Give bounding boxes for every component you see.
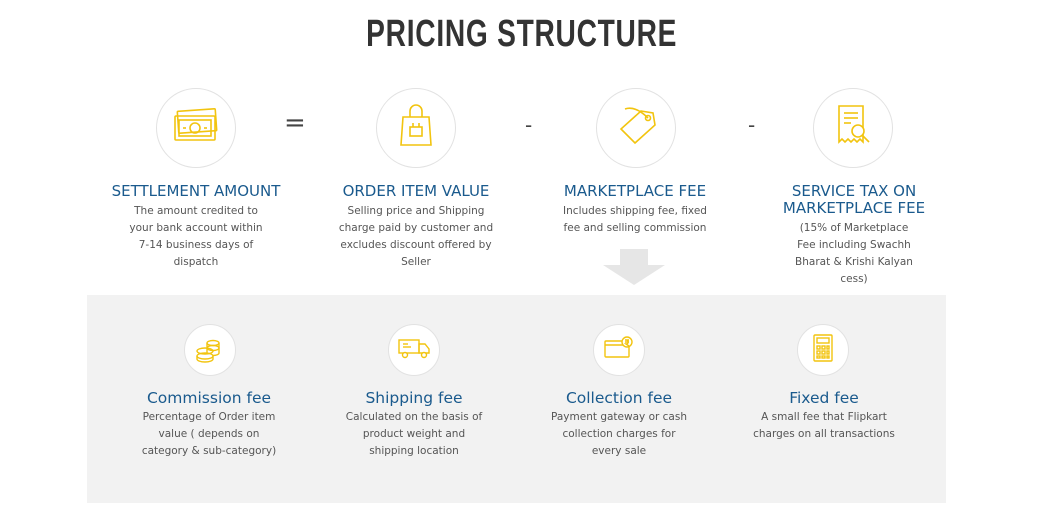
settlement-icon-circle	[156, 88, 236, 168]
marketplace-fee-desc: Includes shipping fee, fixed fee and sel…	[563, 205, 707, 234]
service-tax-icon-circle	[813, 88, 893, 168]
equals-operator: =	[284, 108, 306, 138]
collection-fee-desc: Payment gateway or cash collection charg…	[551, 411, 687, 457]
receipt-search-icon	[831, 102, 875, 154]
order-item-value-heading: ORDER ITEM VALUE	[342, 182, 490, 200]
marketplace-icon-circle	[596, 88, 676, 168]
settlement-amount-block: SETTLEMENT AMOUNT The amount credited to…	[91, 183, 301, 271]
shipping-fee-heading: Shipping fee	[365, 389, 463, 407]
calculator-icon	[810, 332, 836, 368]
cash-icon	[170, 106, 222, 150]
order-item-value-desc: Selling price and Shipping charge paid b…	[338, 205, 494, 268]
page-title: PRICING STRUCTURE	[366, 13, 678, 55]
settlement-amount-heading: SETTLEMENT AMOUNT	[111, 182, 281, 200]
service-tax-desc: (15% of Marketplace Fee including Swachh…	[795, 222, 913, 285]
fee-breakdown-panel	[87, 295, 946, 503]
commission-fee-desc: Percentage of Order item value ( depends…	[141, 411, 277, 457]
shipping-fee-desc: Calculated on the basis of product weigh…	[345, 411, 483, 457]
coins-icon	[193, 333, 227, 367]
service-tax-block: SERVICE TAX ON MARKETPLACE FEE (15% of M…	[749, 183, 959, 288]
minus-operator-2: -	[748, 113, 756, 137]
marketplace-fee-block: MARKETPLACE FEE Includes shipping fee, f…	[530, 183, 740, 237]
commission-icon-circle	[184, 324, 236, 376]
minus-operator-1: -	[525, 113, 533, 137]
price-tag-icon	[611, 103, 661, 153]
order-item-icon-circle	[376, 88, 456, 168]
shipping-fee-block: Shipping fee Calculated on the basis of …	[329, 389, 499, 460]
settlement-amount-desc: The amount credited to your bank account…	[129, 205, 263, 268]
service-tax-heading-line2: MARKETPLACE FEE	[782, 199, 926, 217]
shopping-bag-icon	[396, 103, 436, 153]
collection-fee-block: Collection fee Payment gateway or cash c…	[534, 389, 704, 460]
fixed-fee-desc: A small fee that Flipkart charges on all…	[753, 411, 895, 440]
collection-icon-circle	[593, 324, 645, 376]
wallet-rupee-icon	[602, 334, 636, 366]
commission-fee-heading: Commission fee	[146, 389, 272, 407]
truck-icon	[396, 335, 432, 365]
fixed-fee-block: Fixed fee A small fee that Flipkart char…	[739, 389, 909, 443]
order-item-value-block: ORDER ITEM VALUE Selling price and Shipp…	[311, 183, 521, 271]
commission-fee-block: Commission fee Percentage of Order item …	[124, 389, 294, 460]
shipping-icon-circle	[388, 324, 440, 376]
service-tax-heading-line1: SERVICE TAX ON	[791, 182, 917, 200]
fixed-fee-heading: Fixed fee	[789, 389, 859, 407]
marketplace-fee-heading: MARKETPLACE FEE	[563, 182, 707, 200]
collection-fee-heading: Collection fee	[565, 389, 673, 407]
fixed-fee-icon-circle	[797, 324, 849, 376]
down-arrow-icon	[603, 249, 665, 289]
